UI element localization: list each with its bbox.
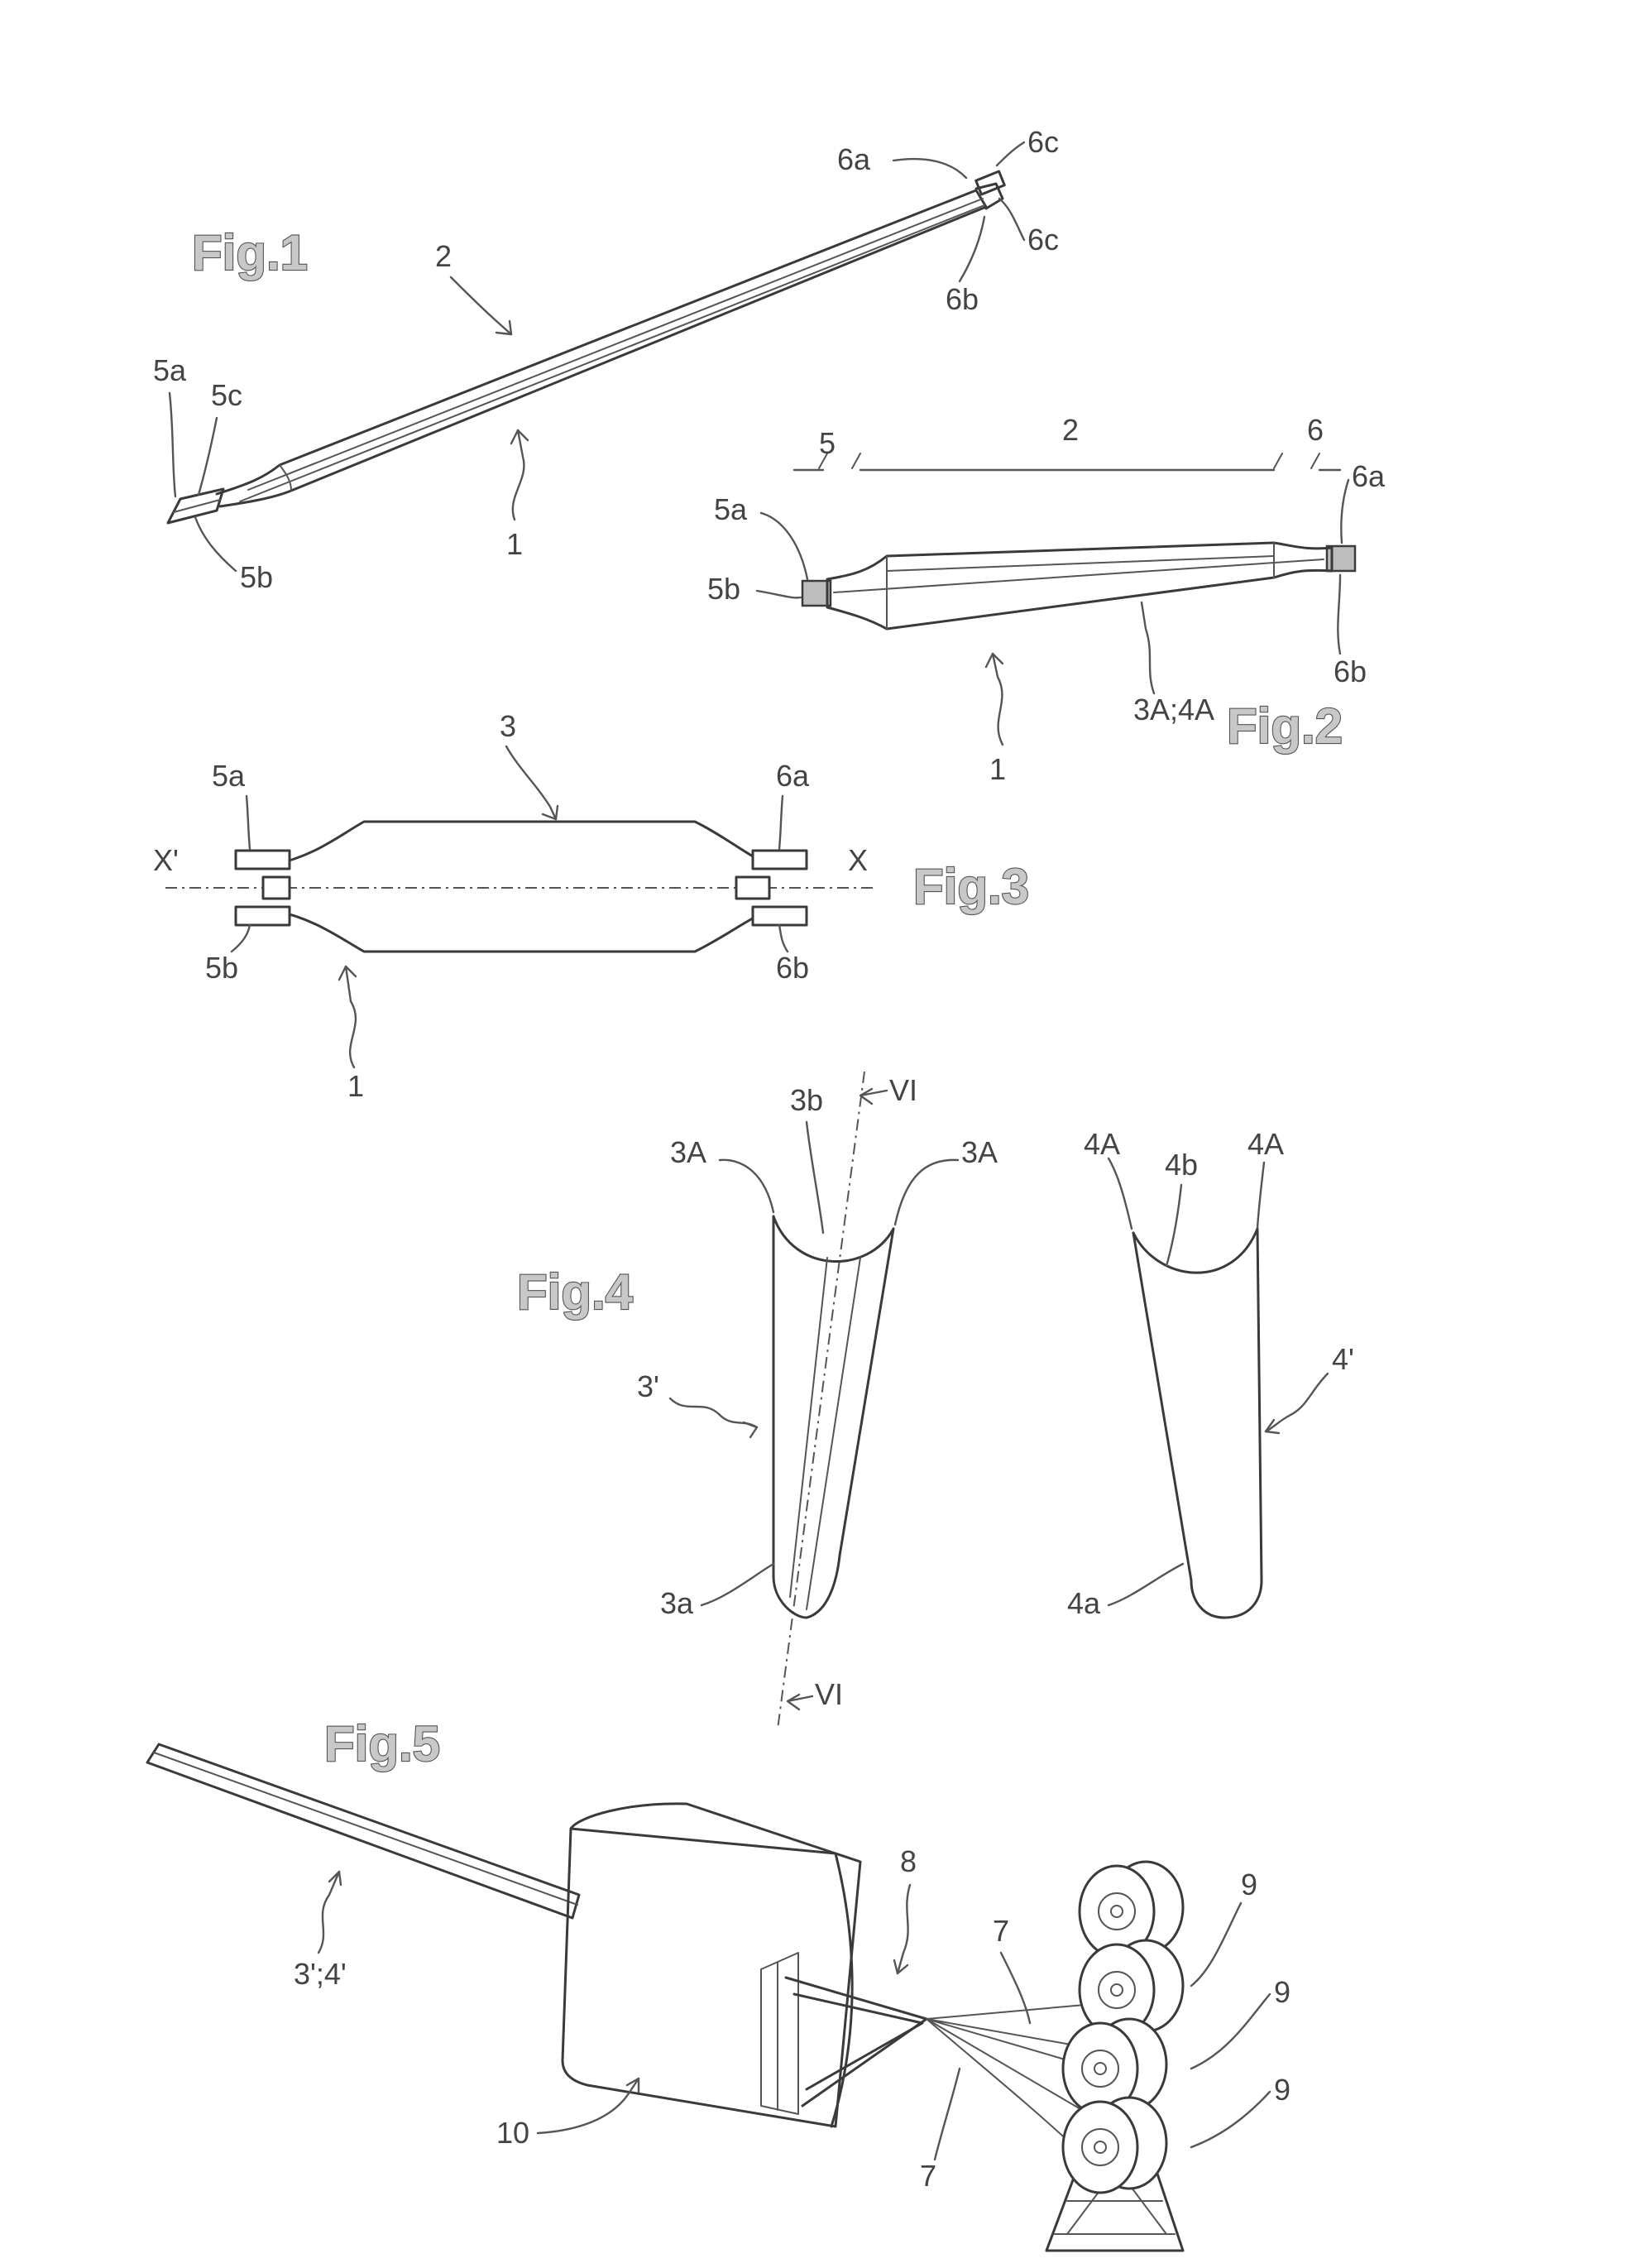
figure-1: Fig.1 6a 6c 6c 6b 2 5a 5c 5b 1	[153, 125, 1059, 594]
fig4-title: Fig.4	[517, 1264, 634, 1320]
label-4-prime: 4'	[1332, 1342, 1354, 1376]
label-6b-fig3: 6b	[776, 951, 809, 985]
label-vi-bottom: VI	[815, 1677, 843, 1711]
label-4a-right: 4A	[1247, 1127, 1284, 1161]
figure-5: Fig.5	[147, 1716, 1290, 2251]
label-3a-left: 3A	[670, 1135, 706, 1169]
label-7-top: 7	[993, 1914, 1009, 1948]
label-6b: 6b	[946, 282, 979, 316]
fig1-title: Fig.1	[192, 225, 308, 281]
creel-with-bobbins	[1046, 1862, 1183, 2251]
label-4a-lower: 4a	[1067, 1586, 1101, 1620]
label-6c-top: 6c	[1027, 125, 1059, 159]
label-5b: 5b	[240, 560, 273, 594]
label-5c: 5c	[211, 378, 242, 412]
label-6b-fig2: 6b	[1334, 655, 1367, 688]
half-shell-4-prime	[1133, 1229, 1262, 1618]
label-5a-fig2: 5a	[714, 492, 748, 526]
label-5: 5	[819, 426, 836, 460]
label-4a-left: 4A	[1084, 1127, 1120, 1161]
label-5a-fig3: 5a	[212, 759, 246, 793]
label-6a-fig3: 6a	[776, 759, 810, 793]
label-6a: 6a	[837, 142, 871, 176]
label-5a: 5a	[153, 353, 187, 387]
label-3-prime: 3'	[637, 1369, 659, 1403]
label-3b: 3b	[790, 1083, 823, 1117]
label-3a-lower: 3a	[660, 1586, 694, 1620]
blade-top-view	[236, 822, 807, 952]
label-5b-fig2: 5b	[707, 572, 740, 606]
bobbin-4	[1063, 2098, 1166, 2193]
figure-3: 3 5a 6a X' X Fig.3 5b 6b 1	[153, 709, 1029, 1103]
label-4b: 4b	[1165, 1148, 1198, 1182]
pultrusion-die-box	[563, 1804, 860, 2127]
blade-side-view	[802, 543, 1355, 629]
label-vi-top: VI	[889, 1073, 917, 1107]
label-3a-right: 3A	[961, 1135, 998, 1169]
fig2-title: Fig.2	[1227, 698, 1343, 754]
figure-2: 5 2 6 5a 6a 5b 3A;4A 6b 1 Fig.2	[707, 413, 1386, 786]
label-6a-fig2: 6a	[1352, 459, 1386, 493]
label-10: 10	[496, 2116, 529, 2150]
label-9-a: 9	[1241, 1868, 1257, 1901]
label-7-bottom: 7	[920, 2159, 936, 2193]
label-2-fig2: 2	[1062, 413, 1079, 447]
label-9-c: 9	[1274, 2073, 1290, 2107]
label-1-fig3: 1	[347, 1069, 364, 1103]
label-9-b: 9	[1274, 1975, 1290, 2009]
fig5-title: Fig.5	[324, 1716, 440, 1772]
fig3-title: Fig.3	[913, 859, 1029, 914]
label-3: 3	[500, 709, 516, 743]
label-6c-bottom: 6c	[1027, 223, 1059, 257]
label-2: 2	[435, 239, 452, 273]
label-1-fig2: 1	[989, 752, 1006, 786]
label-3p4p: 3';4'	[294, 1957, 347, 1991]
label-6: 6	[1307, 413, 1324, 447]
label-3a4a: 3A;4A	[1133, 693, 1214, 726]
half-shell-3-prime	[773, 1072, 893, 1729]
figure-4: Fig.4 3b VI 3A 3A 3' 3a VI 4A 4b 4A	[517, 1072, 1354, 1729]
label-5b-fig3: 5b	[205, 951, 238, 985]
label-1-fig1: 1	[506, 527, 523, 561]
label-x: X	[848, 843, 868, 877]
label-8: 8	[900, 1844, 917, 1878]
label-x-prime: X'	[153, 843, 179, 877]
